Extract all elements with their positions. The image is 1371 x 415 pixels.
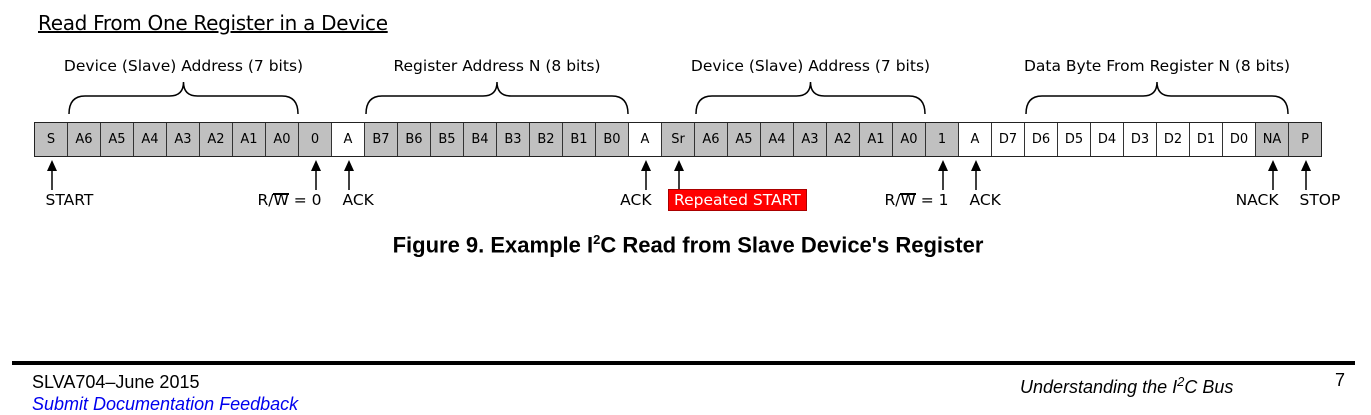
arrow-up-icon: [937, 160, 949, 190]
bit-cell: A2: [200, 123, 233, 156]
bit-cell: A2: [827, 123, 860, 156]
footer-title: Understanding the I2C Bus: [1020, 374, 1233, 398]
brace-icon: [1025, 81, 1289, 115]
bit-cell: Sr: [662, 123, 695, 156]
arrow-up-icon: [343, 160, 355, 190]
doc-id: SLVA704–June 2015: [32, 372, 200, 392]
bit-cell: B0: [596, 123, 629, 156]
arrow-up-icon: [1300, 160, 1312, 190]
bit-cell: D3: [1124, 123, 1157, 156]
arrow-up-icon: [1267, 160, 1279, 190]
arrow-up-icon: [640, 160, 652, 190]
bit-cell: P: [1289, 123, 1321, 156]
bit-cell: B5: [431, 123, 464, 156]
bit-cell: A6: [68, 123, 101, 156]
arrow-up-icon: [310, 160, 322, 190]
bit-cell: B2: [530, 123, 563, 156]
bit-cell: A3: [167, 123, 200, 156]
figure-caption: Figure 9. Example I2C Read from Slave De…: [0, 232, 1371, 258]
footer-rule: [12, 361, 1355, 365]
arrow-up-icon: [46, 160, 58, 190]
bit-cell: A4: [134, 123, 167, 156]
group-label: Device (Slave) Address (7 bits): [63, 57, 304, 75]
bit-cell: B7: [365, 123, 398, 156]
caption-sup: 2: [593, 232, 601, 247]
marker-label: START: [45, 191, 94, 209]
bit-cell: B4: [464, 123, 497, 156]
bit-cell: A0: [893, 123, 926, 156]
section-title: Read From One Register in a Device: [38, 11, 388, 35]
bit-cell: B1: [563, 123, 596, 156]
caption-text-end: C Read from Slave Device's Register: [600, 232, 984, 258]
bit-cell: A6: [695, 123, 728, 156]
bit-cell: D2: [1157, 123, 1190, 156]
bit-cell: A0: [266, 123, 299, 156]
arrow-up-icon: [673, 160, 685, 190]
marker-label: ACK: [342, 191, 374, 209]
bit-cell: A1: [233, 123, 266, 156]
marker-label: STOP: [1299, 191, 1341, 209]
overline-bar: [900, 193, 916, 195]
marker-label: NACK: [1235, 191, 1279, 209]
arrow-up-icon: [970, 160, 982, 190]
group-label: Register Address N (8 bits): [393, 57, 601, 75]
caption-text: Figure 9. Example I: [392, 232, 594, 258]
bit-cell: A: [959, 123, 992, 156]
bit-cell: A: [629, 123, 662, 156]
rw-bit-label: R/W = 1: [884, 191, 949, 209]
footer-title-sup: 2: [1177, 374, 1185, 389]
bit-cell: A5: [101, 123, 134, 156]
repeated-start-badge: Repeated START: [668, 189, 807, 211]
bit-cell: 1: [926, 123, 959, 156]
bit-cell: B3: [497, 123, 530, 156]
bit-cell: B6: [398, 123, 431, 156]
brace-icon: [365, 81, 629, 115]
brace-icon: [68, 81, 299, 115]
group-label: Data Byte From Register N (8 bits): [1023, 57, 1291, 75]
bit-cell: A4: [761, 123, 794, 156]
bit-cell: D4: [1091, 123, 1124, 156]
footer-title-text: Understanding the I: [1020, 377, 1178, 397]
brace-icon: [695, 81, 926, 115]
marker-label: ACK: [620, 191, 652, 209]
bit-cell: A3: [794, 123, 827, 156]
bit-cell: A: [332, 123, 365, 156]
marker-label: ACK: [969, 191, 1001, 209]
bit-cell: NA: [1256, 123, 1289, 156]
overline-bar: [273, 193, 289, 195]
bit-cell: A1: [860, 123, 893, 156]
footer-title-end: C Bus: [1184, 377, 1234, 397]
bit-cell: D0: [1223, 123, 1256, 156]
bit-cell: S: [35, 123, 68, 156]
feedback-link[interactable]: Submit Documentation Feedback: [32, 394, 299, 414]
page-number: 7: [1335, 370, 1346, 390]
bit-cell: D1: [1190, 123, 1223, 156]
bit-cell: 0: [299, 123, 332, 156]
rw-bit-label: R/W = 0: [257, 191, 322, 209]
bit-cell: D7: [992, 123, 1025, 156]
bit-cell: D5: [1058, 123, 1091, 156]
bit-cell: D6: [1025, 123, 1058, 156]
bit-cell: A5: [728, 123, 761, 156]
group-label: Device (Slave) Address (7 bits): [690, 57, 931, 75]
